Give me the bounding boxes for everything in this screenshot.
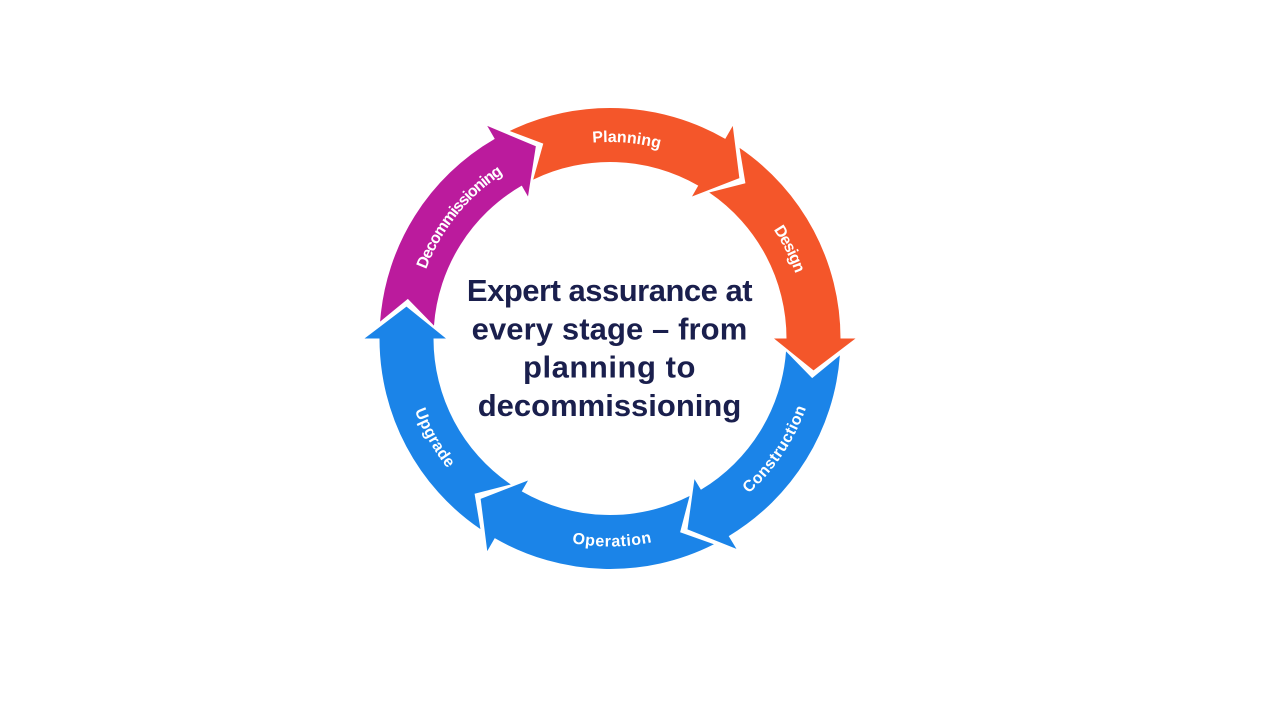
svg-text:decommissioning: decommissioning xyxy=(478,388,742,423)
svg-text:Operation: Operation xyxy=(571,529,653,550)
svg-text:planning to: planning to xyxy=(523,350,696,385)
svg-text:Expert assurance at: Expert assurance at xyxy=(467,273,752,308)
svg-text:every stage – from: every stage – from xyxy=(472,311,748,346)
